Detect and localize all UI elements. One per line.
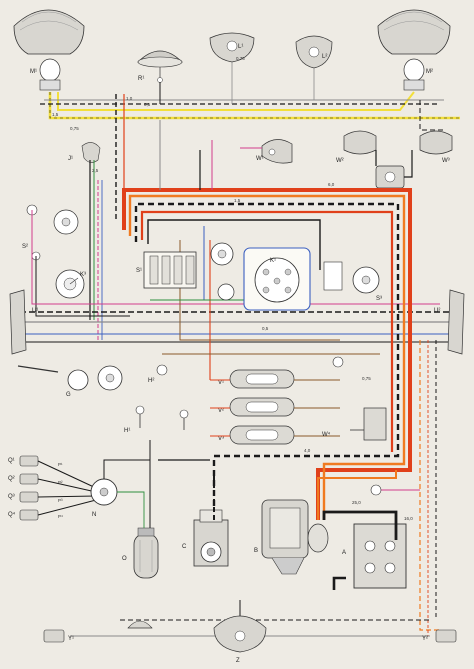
plug-wire-label-4: P⁴ <box>58 514 63 519</box>
coil-wiring <box>103 440 210 528</box>
main-harness <box>122 120 412 520</box>
tail-right-label: Y² <box>422 636 428 642</box>
wire-size-1: 1,5 <box>52 112 59 117</box>
headlamp-right <box>377 9 451 91</box>
rear-lamp-left-label: U¹ <box>32 308 38 314</box>
ignition-switch <box>210 242 235 301</box>
plug-wire-label-3: P³ <box>58 498 63 503</box>
dome-light <box>332 356 344 368</box>
spark-plug-1-label: Q¹ <box>8 458 15 464</box>
bottom-label: Z <box>236 658 240 664</box>
front-lamp-right-label: L² <box>322 54 327 60</box>
instrument-cluster <box>243 247 311 311</box>
wire-size-12: 0,75 <box>362 376 371 381</box>
horn-button-label: H¹ <box>124 428 130 434</box>
switch-on-right <box>370 484 382 496</box>
plug-wire-label-2: P² <box>58 480 63 485</box>
top-harness <box>40 62 460 230</box>
fuse-box <box>143 251 197 289</box>
wiper-motor <box>261 139 293 164</box>
coil-label: O <box>122 556 127 562</box>
wiper-switch-left <box>343 130 377 155</box>
flasher-relay <box>81 142 101 163</box>
starter-label: B <box>254 548 258 554</box>
brake-switch <box>156 364 168 376</box>
wire-size-10: 1,5 <box>234 198 241 203</box>
fuse-strip-3 <box>229 425 295 445</box>
horn <box>137 50 183 83</box>
speedo-small-label: K³ <box>80 272 86 278</box>
wire-size-4: 0,5 <box>144 102 151 107</box>
fuel-sender-label: S¹ <box>136 268 142 274</box>
flasher-left-label: J¹ <box>68 156 73 162</box>
spark-plug-2-label: Q² <box>8 476 15 482</box>
fuse-wiring <box>162 353 380 437</box>
battery-cables <box>213 470 398 590</box>
wire-size-3: 1,0 <box>126 96 133 101</box>
wire-size-6: 25,0 <box>352 500 361 505</box>
licence-lamp-left <box>127 620 153 629</box>
front-lamp-wire-size: 0,75 <box>236 56 245 61</box>
front-lamp-center <box>209 32 255 63</box>
fuse-strip-2 <box>229 397 295 417</box>
wiper-switch-label: W² <box>336 158 344 164</box>
distributor <box>90 478 118 506</box>
plug-wire-label-1: P¹ <box>58 462 63 467</box>
spark-plugs <box>19 455 39 521</box>
battery-label: A <box>342 550 346 556</box>
fuse-strip-1 <box>229 369 295 389</box>
licence-lamp <box>213 615 267 653</box>
fuse-label-3: V³ <box>218 436 224 442</box>
wire-size-8: 6,0 <box>328 182 335 187</box>
generator-label: C <box>182 544 187 550</box>
brake-switch-label: H² <box>148 378 154 384</box>
spark-plug-3-label: Q³ <box>8 494 15 500</box>
gauge-right <box>323 261 380 294</box>
wiper-relay <box>375 165 405 189</box>
headlamp-left <box>13 9 85 91</box>
rear-lamp-left <box>9 289 27 355</box>
plug-leads <box>37 460 97 516</box>
fuse-label-2: V² <box>218 408 224 414</box>
switch-s2-label: S² <box>22 244 28 250</box>
small-switch-left <box>26 204 79 235</box>
wire-size-11: 0,5 <box>262 326 269 331</box>
starter-motor <box>261 499 329 575</box>
resistor-w4 <box>350 407 387 441</box>
gauge-k <box>55 269 85 299</box>
tail-left-label: Y¹ <box>68 636 74 642</box>
battery <box>353 523 407 589</box>
wiper-switch-right <box>419 130 453 155</box>
wire-size-5: 2,5 <box>92 168 99 173</box>
resistor-label: W⁴ <box>322 431 331 438</box>
generator <box>193 509 229 567</box>
ignition-coil <box>133 527 159 579</box>
front-lamp-label: L¹ <box>238 44 243 50</box>
wiper-switch-right-label: W³ <box>442 158 450 164</box>
wire-size-7: 4,0 <box>304 448 311 453</box>
front-lamp-right <box>295 35 333 69</box>
wiper-motor-label: W¹ <box>256 156 264 162</box>
speedo-label: K¹ <box>270 258 276 264</box>
horn-contact-left <box>17 365 123 391</box>
headlamp-right-label: M² <box>426 69 433 75</box>
rear-lamp-right <box>447 289 465 355</box>
horn-label: R¹ <box>138 76 144 82</box>
fuse-label-1: V¹ <box>218 380 224 386</box>
distributor-label: N <box>92 512 96 518</box>
spark-plug-4-label: Q⁴ <box>8 511 16 518</box>
horn-button <box>135 405 145 428</box>
wire-size-9: 16,0 <box>404 516 413 521</box>
gauge-label: G <box>66 392 71 398</box>
headlamp-left-label: M¹ <box>30 69 37 75</box>
rear-lamp-right-label: U² <box>434 308 440 314</box>
oil-sender <box>179 409 189 430</box>
tail-lamp-left <box>43 629 65 643</box>
tail-lamp-right <box>435 629 457 643</box>
switch-s3-label: S³ <box>376 296 382 302</box>
wire-size-2: 0,75 <box>70 126 79 131</box>
